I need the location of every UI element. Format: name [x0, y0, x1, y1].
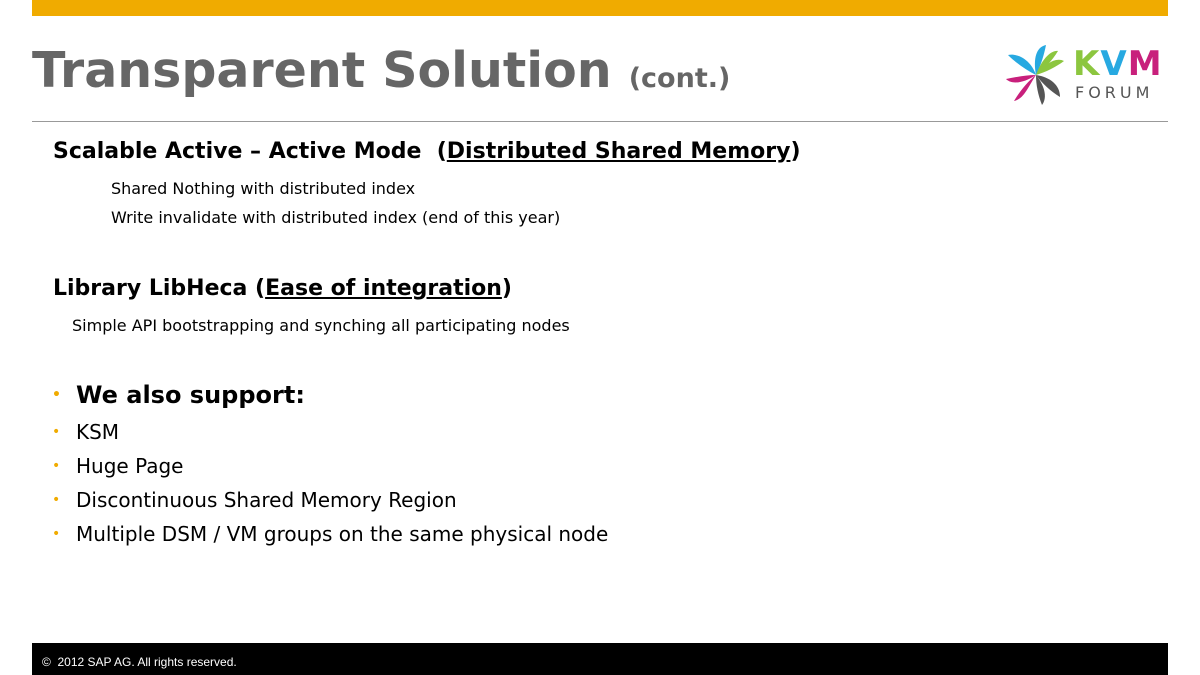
heading-text: Library LibHeca (	[53, 276, 266, 301]
title-divider	[32, 121, 1168, 122]
section-heading-libheca: Library LibHeca (Ease of integration)	[53, 276, 512, 301]
title-main: Transparent Solution	[32, 42, 612, 99]
bullet-item: • KSM	[52, 420, 119, 444]
logo-text-kvm: KVM	[1073, 44, 1163, 84]
list-item: Write invalidate with distributed index …	[111, 208, 561, 227]
bullet-heading: • We also support:	[52, 381, 305, 409]
logo-text-forum: FORUM	[1075, 83, 1154, 102]
bullet-icon: •	[52, 492, 61, 508]
bullet-text: Huge Page	[76, 454, 184, 478]
heading-text: )	[501, 276, 512, 301]
copyright: © 2012 SAP AG. All rights reserved.	[42, 655, 237, 669]
bullet-icon: •	[52, 526, 61, 542]
bullet-icon: •	[52, 424, 61, 440]
footer-bar: © 2012 SAP AG. All rights reserved.	[32, 643, 1168, 675]
title-suffix: (cont.)	[628, 63, 731, 94]
list-item: Simple API bootstrapping and synching al…	[72, 316, 570, 335]
bullet-text: Multiple DSM / VM groups on the same phy…	[76, 522, 609, 546]
bullet-item: • Multiple DSM / VM groups on the same ph…	[52, 522, 608, 546]
bullet-text: Discontinuous Shared Memory Region	[76, 488, 457, 512]
kvm-forum-logo	[1006, 45, 1064, 105]
page-title: Transparent Solution (cont.)	[32, 42, 730, 99]
heading-text: Scalable Active – Active Mode (	[53, 139, 447, 164]
bullet-text: KSM	[76, 420, 120, 444]
bullet-text: We also support:	[76, 381, 305, 409]
heading-text: )	[790, 139, 801, 164]
bullet-item: • Huge Page	[52, 454, 184, 478]
list-item: Shared Nothing with distributed index	[111, 179, 416, 198]
top-accent-bar	[32, 0, 1168, 16]
integration-link: Ease of integration	[265, 276, 502, 301]
bullet-item: • Discontinuous Shared Memory Region	[52, 488, 457, 512]
section-heading-dsm: Scalable Active – Active Mode (Distribut…	[53, 139, 801, 164]
bullet-icon: •	[52, 458, 61, 474]
dsm-link: Distributed Shared Memory	[446, 139, 791, 164]
bullet-icon: •	[52, 387, 61, 403]
